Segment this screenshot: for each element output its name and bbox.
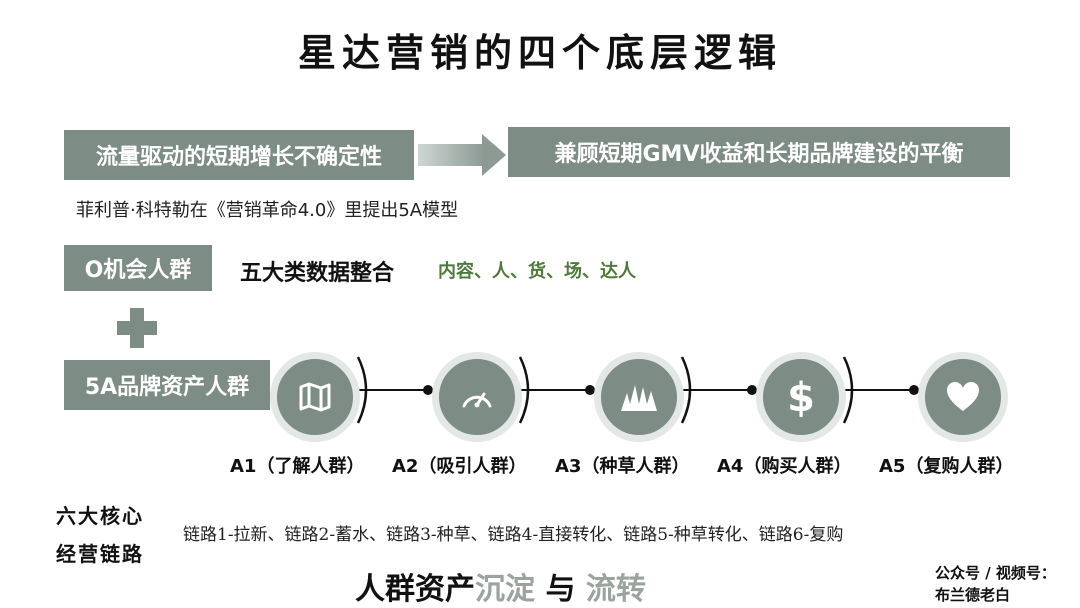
bracket-icon (356, 356, 368, 424)
connector-dot (747, 385, 757, 395)
o-group-box: O机会人群 (64, 245, 212, 291)
short-term-growth-label: 流量驱动的短期增长不确定性 (95, 145, 382, 170)
stage-label-a1: A1（了解人群） (230, 456, 365, 477)
core-links-heading-line2: 经营链路 (56, 542, 144, 566)
connector-a3-a4 (676, 389, 758, 391)
connector-a2-a3 (514, 389, 596, 391)
official-account-line1: 公众号 / 视频号： (935, 564, 1056, 582)
core-links-chains: 链路1-拉新、链路2-蓄水、链路3-种草、链路4-直接转化、链路5-种草转化、链… (183, 525, 844, 545)
map-icon (299, 382, 331, 412)
stage-node-a5 (918, 352, 1008, 442)
brand-assets-box: 5A品牌资产人群 (64, 360, 270, 410)
balance-label: 兼顾短期GMV收益和长期品牌建设的平衡 (554, 142, 964, 167)
connector-dot (909, 385, 919, 395)
gauge-icon (462, 392, 492, 408)
stage-node-a2 (432, 352, 522, 442)
source-note: 菲利普·科特勒在《营销革命4.0》里提出5A模型 (76, 200, 459, 221)
bracket-icon (842, 356, 854, 424)
bracket-icon (680, 356, 692, 424)
slogan-part3: 与 (545, 572, 576, 607)
grass-icon (621, 385, 657, 411)
stage-node-a3 (594, 352, 684, 442)
dollar-icon: $ (787, 375, 815, 419)
page-title: 星达营销的四个底层逻辑 (297, 31, 782, 75)
svg-text:$: $ (787, 375, 815, 419)
core-links-heading-line1: 六大核心 (56, 504, 144, 528)
connector-a4-a5 (838, 389, 920, 391)
bottom-slogan: 人群资产沉淀 与 流转 (355, 564, 646, 608)
slogan-part2: 沉淀 (475, 572, 535, 607)
stage-label-a3: A3（种草人群） (555, 456, 690, 477)
official-account-line2: 布兰德老白 (935, 586, 1011, 604)
arrow-right-icon (482, 134, 506, 176)
connector-dot (585, 385, 595, 395)
data-integration-items: 内容、人、货、场、达人 (438, 261, 636, 282)
stage-node-a4: $ (756, 352, 846, 442)
o-group-label: O机会人群 (84, 258, 192, 283)
connector-a1-a2 (352, 389, 434, 391)
short-term-growth-box: 流量驱动的短期增长不确定性 (64, 130, 414, 180)
connector-dot (423, 385, 433, 395)
plus-icon-bar (117, 321, 157, 335)
stage-node-a1 (270, 352, 360, 442)
stage-label-a2: A2（吸引人群） (392, 456, 527, 477)
bracket-icon (518, 356, 530, 424)
data-integration-title: 五大类数据整合 (240, 261, 395, 286)
stage-label-a5: A5（复购人群） (879, 456, 1014, 477)
heart-icon (947, 382, 979, 411)
balance-box: 兼顾短期GMV收益和长期品牌建设的平衡 (508, 127, 1010, 177)
flow-arrow-shaft (418, 144, 484, 166)
slogan-part4: 流转 (585, 572, 646, 607)
brand-assets-label: 5A品牌资产人群 (84, 375, 250, 400)
stage-label-a4: A4（购买人群） (717, 456, 852, 477)
slogan-part1: 人群资产 (355, 572, 475, 607)
